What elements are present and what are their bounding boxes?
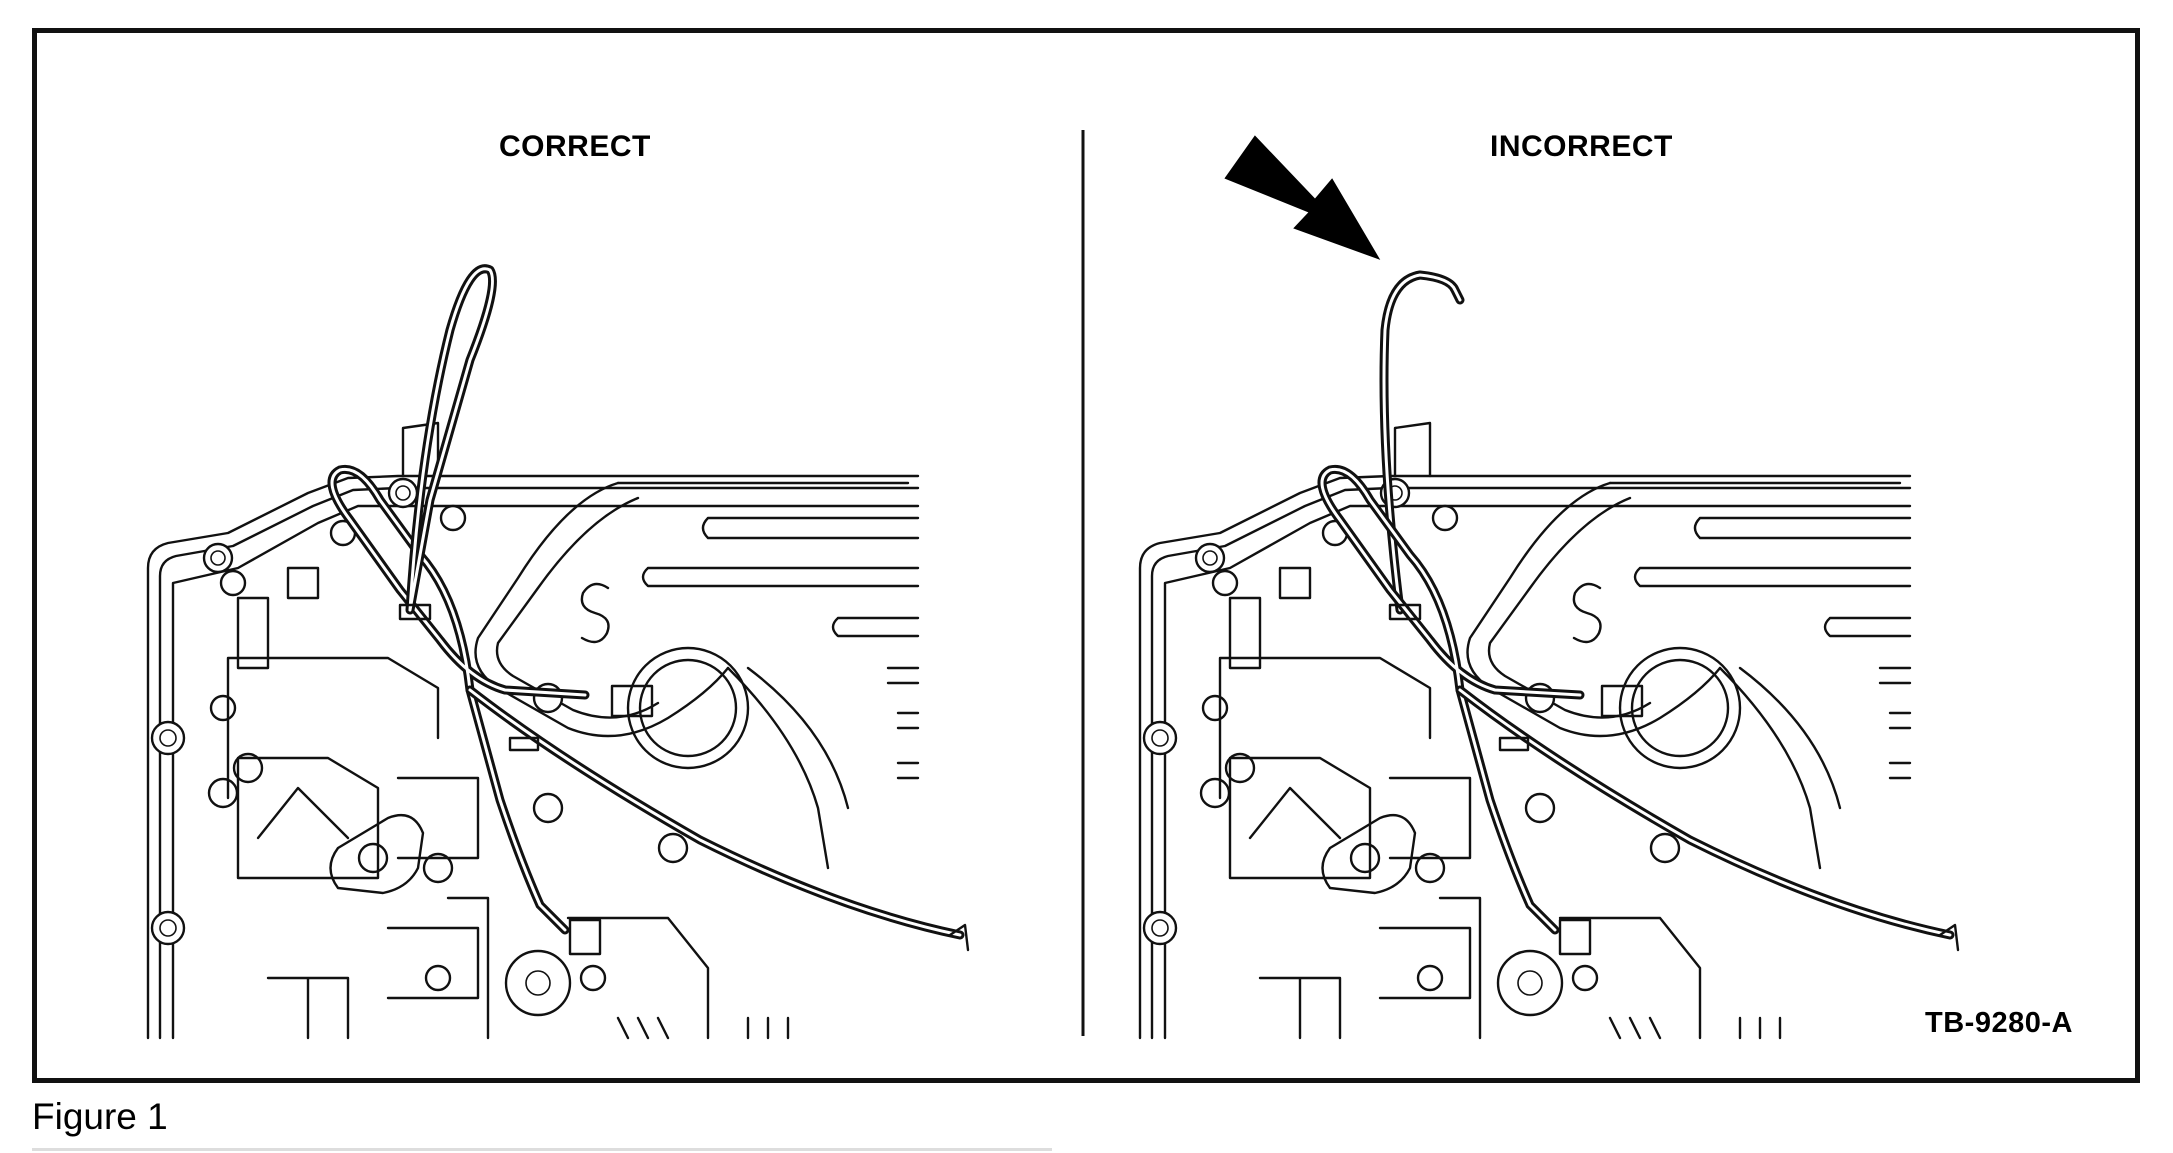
correct-panel-drawing bbox=[146, 264, 970, 1040]
incorrect-panel-drawing bbox=[1138, 270, 1960, 1040]
incorrect-label: INCORRECT bbox=[1490, 130, 1673, 163]
bottom-rule bbox=[32, 1148, 1052, 1151]
figure-caption: Figure 1 bbox=[32, 1096, 168, 1137]
correct-label: CORRECT bbox=[499, 130, 651, 163]
figure-frame bbox=[32, 28, 2140, 1083]
figure-id: TB-9280-A bbox=[1925, 1007, 2073, 1039]
arrow-icon bbox=[1224, 135, 1381, 260]
